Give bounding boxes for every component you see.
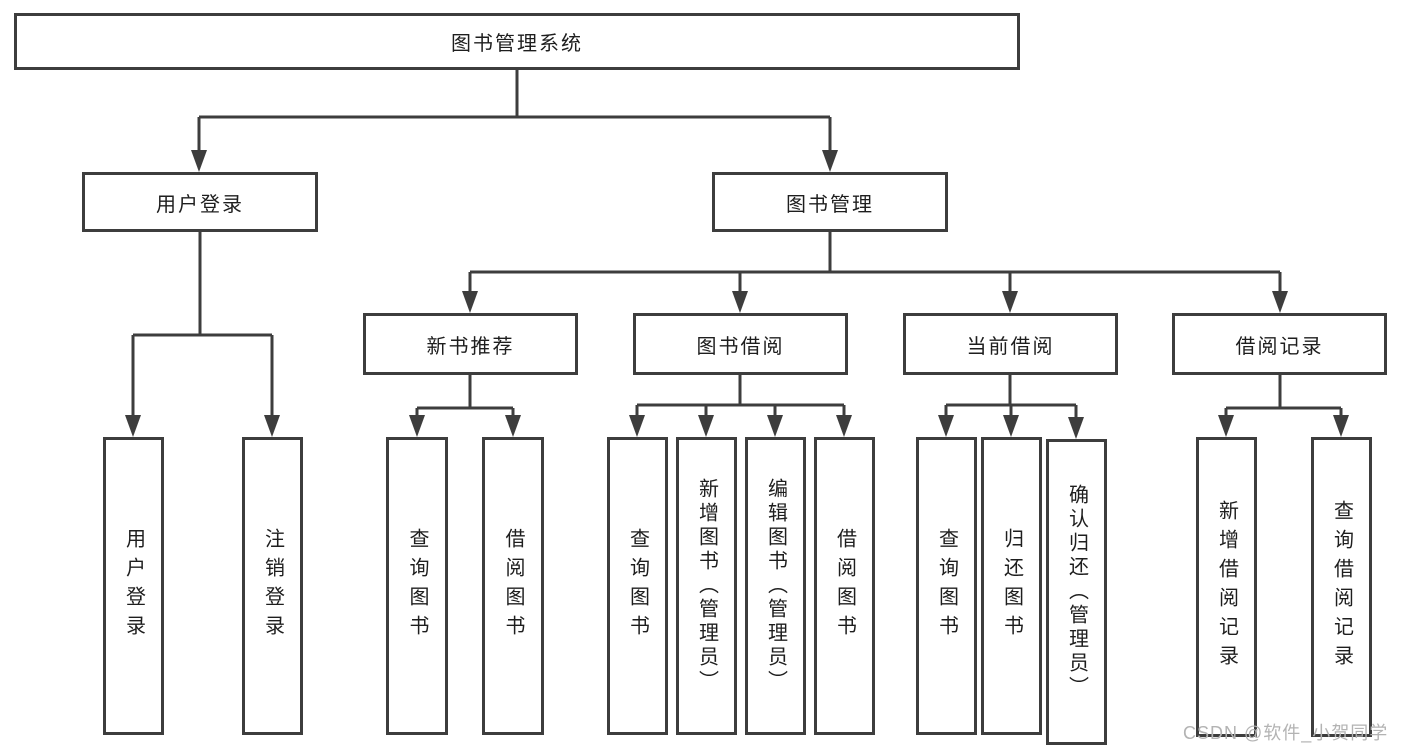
leaf-user-login: 用户登录 [103,437,164,735]
connector-root-to-level2 [191,70,838,172]
leaf-add-borrow-record: 新增借阅记录 [1196,437,1257,737]
leaf-return-books-label: 归还图书 [1000,528,1023,644]
leaf-add-books-admin-label: 新增图书（管理员） [695,478,718,694]
leaf-borrow-books-2: 借阅图书 [814,437,875,735]
node-book-management: 图书管理 [712,172,948,232]
leaf-query-books-3: 查询图书 [916,437,977,735]
connector-bookmgmt-to-level3 [462,232,1288,313]
node-current-borrowing-label: 当前借阅 [966,335,1055,358]
node-new-book-recommend-label: 新书推荐 [426,335,515,358]
leaf-query-books-3-label: 查询图书 [935,528,958,644]
node-root-label: 图书管理系统 [451,33,583,55]
connector-currentborrow-to-leaves [938,375,1084,439]
node-borrowing-records: 借阅记录 [1172,313,1387,375]
leaf-query-borrow-record-label: 查询借阅记录 [1330,500,1353,674]
leaf-query-borrow-record: 查询借阅记录 [1311,437,1372,737]
leaf-edit-books-admin: 编辑图书（管理员） [745,437,806,735]
leaf-user-login-label: 用户登录 [122,528,145,644]
csdn-watermark: CSDN @软件_小贺同学 [1183,723,1389,743]
leaf-confirm-return-admin-label: 确认归还（管理员） [1065,484,1088,700]
node-current-borrowing: 当前借阅 [903,313,1118,375]
connector-userlogin-to-leaves [125,232,280,437]
node-root: 图书管理系统 [14,13,1020,70]
leaf-borrow-books-2-label: 借阅图书 [833,528,856,644]
node-new-book-recommend: 新书推荐 [363,313,578,375]
node-user-login: 用户登录 [82,172,318,232]
leaf-add-borrow-record-label: 新增借阅记录 [1215,500,1238,674]
node-book-borrowing-label: 图书借阅 [696,335,785,358]
leaf-borrow-books-1-label: 借阅图书 [502,528,524,644]
connector-bookborrow-to-leaves [629,375,852,437]
node-book-management-label: 图书管理 [786,193,874,216]
connector-borrowrecord-to-leaves [1218,375,1349,437]
leaf-borrow-books-1: 借阅图书 [482,437,544,735]
leaf-add-books-admin: 新增图书（管理员） [676,437,737,735]
node-book-borrowing: 图书借阅 [633,313,848,375]
leaf-return-books: 归还图书 [981,437,1042,735]
leaf-query-books-1-label: 查询图书 [406,528,428,644]
leaf-query-books-2-label: 查询图书 [626,528,649,644]
node-user-login-label: 用户登录 [156,193,244,216]
leaf-query-books-1: 查询图书 [386,437,448,735]
leaf-query-books-2: 查询图书 [607,437,668,735]
node-borrowing-records-label: 借阅记录 [1235,335,1324,358]
leaf-edit-books-admin-label: 编辑图书（管理员） [764,478,787,694]
leaf-confirm-return-admin: 确认归还（管理员） [1046,439,1107,745]
leaf-logout: 注销登录 [242,437,303,735]
connector-newbook-to-leaves [409,375,521,437]
leaf-logout-label: 注销登录 [261,528,284,644]
